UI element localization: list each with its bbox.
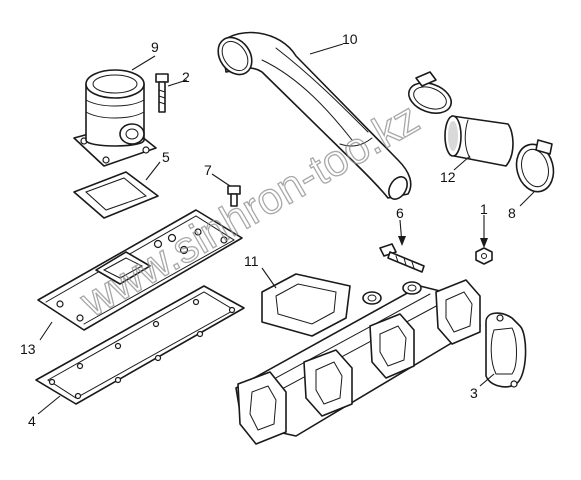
part-4-gasket <box>35 285 245 405</box>
callout-4: 4 <box>28 413 36 429</box>
callout-13: 13 <box>20 341 36 357</box>
part-7-bolt <box>227 185 241 207</box>
part-2-bolt <box>155 73 169 113</box>
part-9-adapter-housing <box>73 69 157 167</box>
part-13-cover-plate <box>37 209 243 331</box>
callout-5: 5 <box>162 149 170 165</box>
callout-7: 7 <box>204 162 212 178</box>
callout-leaders <box>37 43 535 415</box>
callout-3: 3 <box>470 385 478 401</box>
part-1-nut <box>475 247 493 265</box>
part-11-exhaust-manifold <box>235 273 481 445</box>
callout-12: 12 <box>440 169 456 185</box>
callout-1: 1 <box>480 201 488 217</box>
callout-labels: 9 2 10 5 7 12 6 1 8 11 13 3 4 <box>20 31 516 429</box>
callout-9: 9 <box>151 39 159 55</box>
part-10-intake-pipe <box>217 31 412 200</box>
callout-2: 2 <box>182 69 190 85</box>
callout-11: 11 <box>244 253 259 269</box>
callout-8: 8 <box>508 205 516 221</box>
part-6-stud <box>379 243 425 273</box>
part-12-hose-sleeve <box>444 115 514 167</box>
callout-6: 6 <box>396 205 404 221</box>
part-8-hose-clamp-upper <box>407 71 453 114</box>
part-8-hose-clamp-lower <box>515 139 555 193</box>
part-3-gasket <box>485 312 527 388</box>
part-5-gasket <box>73 171 159 219</box>
callout-10: 10 <box>342 31 358 47</box>
